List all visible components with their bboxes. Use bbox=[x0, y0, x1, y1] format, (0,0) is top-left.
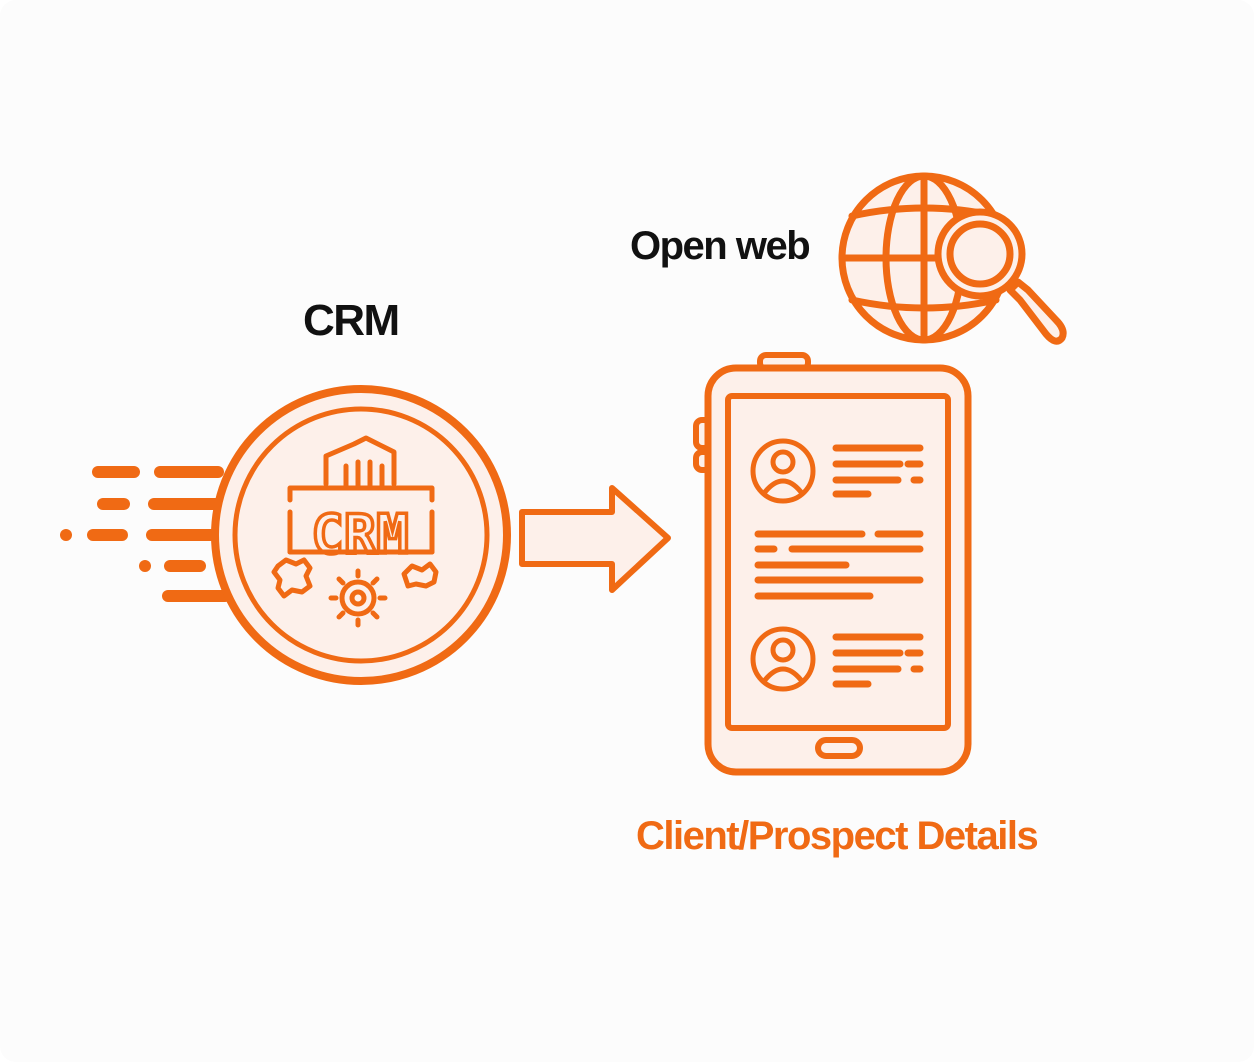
crm-badge-icon bbox=[211, 385, 511, 685]
crm-badge-text: CRM bbox=[311, 503, 409, 566]
speed-lines-icon bbox=[87, 466, 231, 602]
crm-label: CRM bbox=[303, 296, 400, 345]
globe-magnifier-icon bbox=[838, 172, 1067, 345]
right-arrow-icon bbox=[519, 485, 671, 593]
tablet-profile-icon bbox=[693, 352, 972, 776]
client-details-label: Client/Prospect Details bbox=[636, 814, 1039, 858]
open-web-label: Open web bbox=[630, 224, 811, 268]
speed-dots bbox=[60, 529, 151, 572]
